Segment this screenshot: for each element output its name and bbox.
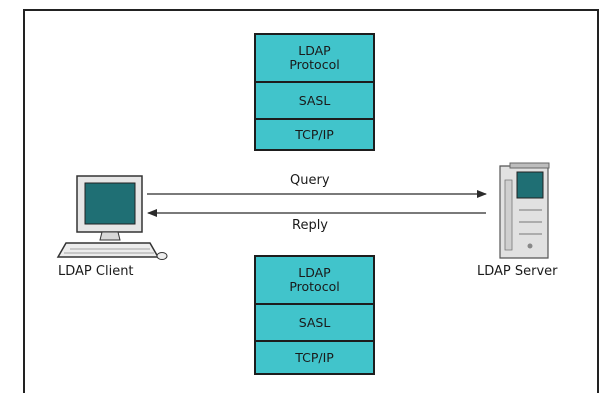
stack-bottom-ldap-protocol: LDAP Protocol xyxy=(256,257,373,305)
stack-bottom-tcpip-label: TCP/IP xyxy=(295,349,334,365)
server-tower-icon xyxy=(499,162,550,259)
desktop-computer-icon xyxy=(56,175,168,260)
stack-bottom-tcpip: TCP/IP xyxy=(256,342,373,373)
server-label: LDAP Server xyxy=(477,264,558,279)
stack-top-ldap-protocol: LDAP Protocol xyxy=(256,35,373,83)
stack-bottom-ldap-protocol-label: LDAP Protocol xyxy=(289,265,340,294)
reply-label: Reply xyxy=(292,218,329,233)
stack-top-sasl: SASL xyxy=(256,83,373,120)
diagram-frame xyxy=(23,9,599,393)
client-label: LDAP Client xyxy=(58,264,134,279)
stack-bottom-sasl-label: SASL xyxy=(298,314,331,330)
stack-top-ldap-protocol-label: LDAP Protocol xyxy=(289,43,340,72)
stack-top-tcpip-label: TCP/IP xyxy=(295,126,334,142)
stack-top-tcpip: TCP/IP xyxy=(256,120,373,149)
protocol-stack-bottom: LDAP Protocol SASL TCP/IP xyxy=(254,255,375,375)
stack-top-sasl-label: SASL xyxy=(298,92,331,108)
protocol-stack-top: LDAP Protocol SASL TCP/IP xyxy=(254,33,375,151)
query-label: Query xyxy=(290,173,330,188)
stack-bottom-sasl: SASL xyxy=(256,305,373,342)
